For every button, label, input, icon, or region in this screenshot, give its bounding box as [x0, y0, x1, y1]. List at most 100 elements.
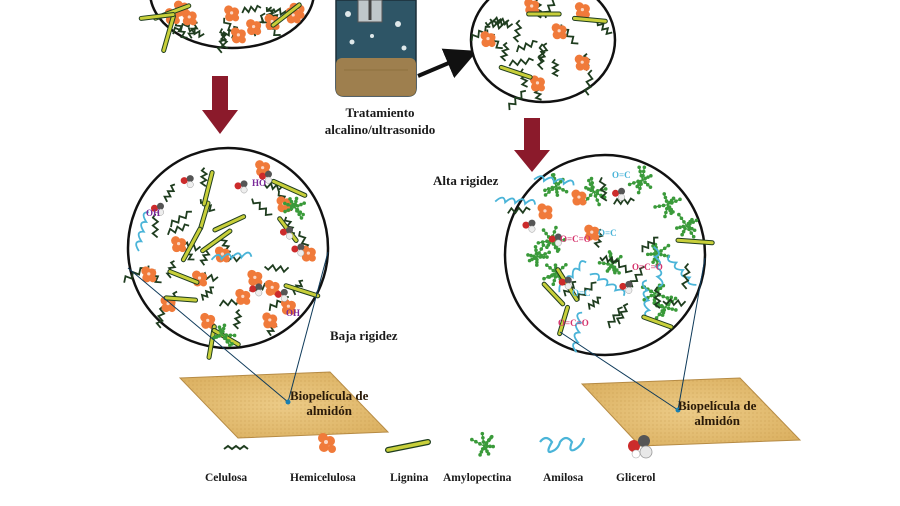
amylopectin-unit — [662, 253, 667, 258]
low-rigidity-label: Baja rigidez — [330, 328, 398, 343]
amylopectin-unit — [552, 278, 557, 283]
glycerol-oxygen — [522, 221, 530, 229]
amylopectin-unit — [649, 252, 653, 256]
amylopectin-unit — [297, 212, 301, 217]
hemicellulose-blob — [235, 288, 251, 305]
hemicellulose-unit — [200, 279, 208, 287]
amylopectin-unit — [646, 175, 650, 179]
glycerol-molecule — [279, 226, 293, 240]
cellulose-strand — [264, 263, 290, 274]
amylopectin-branch — [536, 244, 544, 258]
amylopectin-unit — [545, 245, 549, 250]
top-right-fiber-cluster — [470, 0, 613, 111]
amylopectin-unit — [678, 225, 682, 230]
hemicellulose-unit — [254, 28, 262, 36]
glycerol-carbon — [564, 276, 572, 284]
amylopectin-unit — [532, 254, 536, 259]
cellulose-strand — [167, 223, 190, 236]
amylopectin-unit — [587, 178, 591, 183]
amylopectin-unit — [564, 262, 568, 267]
amylopectin-unit — [688, 222, 692, 226]
glycerol-molecule — [274, 288, 288, 302]
cellulose-strand — [187, 26, 205, 39]
chemical-tag: O=C — [572, 288, 591, 298]
amylopectin-unit — [658, 286, 663, 291]
amylopectin-unit — [551, 242, 556, 246]
amylopectin-unit — [555, 190, 559, 194]
glycerol-oxygen — [558, 278, 566, 286]
lignin-rod — [162, 14, 175, 52]
amylopectin-unit — [660, 313, 665, 317]
amylopectin-unit — [687, 227, 691, 232]
chemical-tag: O=C — [598, 228, 617, 238]
lignin-icon — [385, 439, 431, 453]
amylopectin-cluster — [282, 196, 306, 220]
legend-label-glicerol: Glicerol — [616, 472, 656, 484]
cellulose-strand — [607, 306, 623, 329]
amylopectin-cluster — [597, 250, 623, 275]
cellulose-strand — [155, 305, 166, 329]
amylopectin-unit — [483, 446, 488, 451]
amylopectin-branch — [629, 179, 643, 185]
cellulose-strand — [599, 254, 618, 265]
amylopectin-unit — [674, 308, 678, 312]
hemicellulose-unit — [552, 30, 562, 40]
amylose-helix — [533, 175, 575, 186]
amylopectin-branch — [543, 272, 557, 280]
amylopectin-unit — [642, 165, 647, 170]
amylopectin-branch — [656, 307, 666, 319]
low-rigidity-circle — [123, 146, 330, 360]
amylopectin-unit — [539, 247, 544, 251]
hemicellulose-unit — [238, 36, 246, 44]
amylopectin-unit — [543, 193, 548, 197]
hemicellulose-core — [187, 15, 191, 19]
amylopectin-cluster — [675, 212, 699, 239]
amylopectin-unit — [691, 234, 696, 239]
cellulose-strand — [653, 286, 662, 309]
cellulose-strand — [537, 42, 549, 64]
cellulose-strand — [583, 69, 594, 96]
top-left-zoom-circle — [138, 0, 315, 54]
lignin-rod — [272, 179, 307, 197]
left-film-line2: almidón — [306, 403, 352, 418]
amylopectin-branch — [221, 334, 231, 346]
amylopectin-unit — [641, 169, 646, 174]
hemicellulose-core — [147, 272, 151, 276]
left-down-arrow — [202, 76, 238, 134]
cellulose-strand — [251, 198, 273, 217]
amylopectin-cluster — [653, 192, 682, 219]
amylopectin-unit — [595, 198, 600, 202]
amylopectin-unit — [557, 186, 562, 190]
hemicellulose-unit — [288, 307, 296, 315]
cellulose-strand — [598, 177, 608, 202]
amylopectin-unit — [546, 187, 551, 191]
lignin-rod — [213, 215, 246, 232]
hemicellulose-unit — [179, 245, 187, 253]
hemicellulose-core — [580, 8, 584, 12]
amylopectin-unit — [613, 270, 617, 275]
glycerol-hydrogen — [286, 232, 293, 240]
glycerol-icon — [628, 435, 653, 459]
hemicellulose-blob — [230, 27, 246, 44]
cellulose-strand — [536, 43, 546, 71]
high-rigidity-circle — [494, 153, 715, 357]
amylopectin-unit — [488, 444, 492, 449]
amylopectin-unit — [545, 255, 549, 259]
hemicellulose-unit — [575, 9, 585, 19]
amylopectin-unit — [481, 435, 485, 440]
amylopectin-unit — [541, 243, 546, 247]
glycerol-molecule — [234, 180, 248, 194]
amylopectin-unit — [662, 192, 667, 196]
amylopectin-unit — [486, 438, 491, 443]
glycerol-hydrogen — [280, 294, 288, 302]
amylopectin-unit — [615, 268, 619, 272]
amylopectin-unit — [597, 260, 602, 265]
amylopectin-unit — [547, 250, 552, 255]
amylopectin-unit — [659, 303, 664, 308]
amylopectin-unit — [627, 182, 632, 187]
hemicellulose-unit — [172, 243, 182, 253]
glycerol-carbon — [285, 226, 293, 234]
amylopectin-unit — [551, 172, 556, 177]
amylopectin-unit — [668, 208, 672, 213]
